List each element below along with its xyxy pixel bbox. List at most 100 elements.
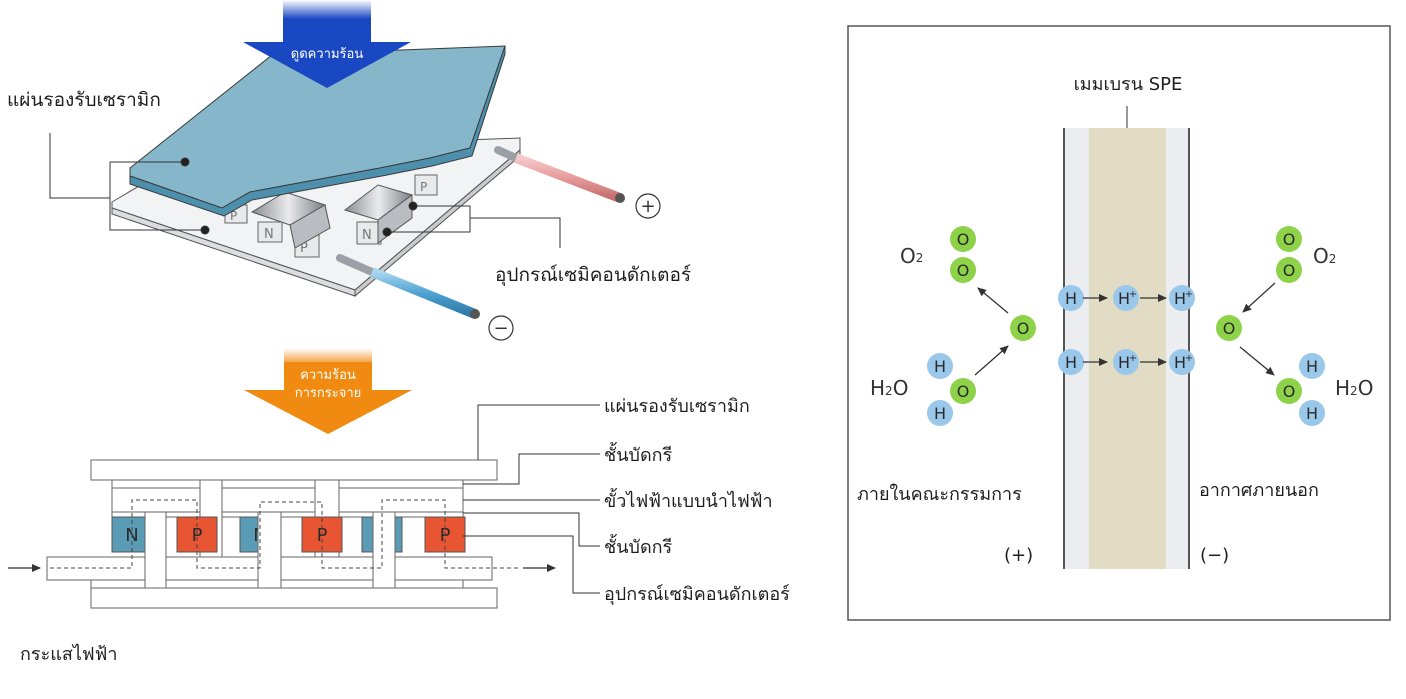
semiconductor-callout-lines [382, 201, 561, 248]
top-solder-layer [338, 479, 464, 489]
heat-absorption-label: ดูดความร้อน [291, 47, 364, 62]
svg-text:H: H [1306, 357, 1318, 376]
svg-text:+: + [1129, 289, 1137, 300]
o2-oxygen-atom: O [950, 257, 976, 283]
svg-text:P: P [420, 180, 427, 194]
bottom-solder-layer [165, 579, 259, 589]
left-arrow-to-o2 [977, 287, 1009, 314]
right-h2o-formula: H2O [1335, 376, 1373, 400]
outside-air-label: อากาศภายนอก [1199, 480, 1319, 501]
inside-board-label: ภายในคณะกรรมการ [857, 483, 1022, 505]
hydrogen-atom: H [1058, 349, 1084, 375]
membrane-core [1089, 128, 1166, 569]
right-o2-formula: O2 [1313, 244, 1336, 268]
positive-wire [494, 146, 625, 203]
proton: H+ [1169, 349, 1195, 375]
svg-text:ความร้อน: ความร้อน [300, 368, 356, 383]
svg-text:O: O [1283, 382, 1296, 401]
negative-terminal-icon: − [488, 315, 514, 341]
positive-terminal-icon: + [635, 193, 661, 219]
o2-oxygen-atom: O [1276, 257, 1302, 283]
hydrogen-atom: H [927, 353, 953, 379]
electric-current-label: กระแสไฟฟ้า [20, 643, 117, 665]
membrane-right-side [1166, 128, 1189, 569]
semiconductor-label: อุปกรณ์เซมิคอนดักเตอร์ [495, 264, 691, 287]
bottom-solder-layer [394, 579, 464, 589]
cross-section-callout-lines [463, 404, 600, 594]
bottom-gap-post [144, 511, 167, 589]
svg-text:H: H [1065, 289, 1077, 308]
top-electrode [221, 487, 316, 513]
bottom-solder-layer [280, 579, 374, 589]
ceramic-callout-lines [49, 133, 210, 235]
svg-text:H: H [1174, 353, 1186, 372]
svg-text:O: O [1283, 230, 1296, 249]
bottom-gap-post [372, 511, 396, 589]
current-path [50, 499, 520, 569]
svg-text:+: + [1185, 353, 1193, 364]
svg-text:H: H [1118, 289, 1130, 308]
negative-polarity: (−) [1200, 545, 1229, 566]
water-oxygen-atom: O [1276, 378, 1302, 404]
svg-text:H: H [1174, 289, 1186, 308]
hydrogen-atom: H [1058, 285, 1084, 311]
hydrogen-atom: H [1299, 353, 1325, 379]
svg-text:การกระจาย: การกระจาย [295, 386, 362, 401]
right-arrow-to-h2o [1239, 346, 1275, 376]
svg-text:H: H [1306, 404, 1318, 423]
callout-electrode: ขั้วไฟฟ้าแบบนำไฟฟ้า [604, 488, 773, 512]
proton: H+ [1113, 285, 1139, 311]
svg-text:O: O [1223, 319, 1236, 338]
svg-text:H: H [1065, 353, 1077, 372]
svg-text:O: O [957, 261, 970, 280]
callout-semiconductor: อุปกรณ์เซมิคอนดักเตอร์ [604, 584, 790, 605]
proton: H+ [1169, 285, 1195, 311]
svg-text:H: H [934, 357, 946, 376]
callout-solder-bottom: ชั้นบัดกรี [604, 534, 673, 558]
svg-text:+: + [1129, 353, 1137, 364]
oxygen-atom: O [1010, 315, 1036, 341]
top-solder-layer [338, 511, 464, 518]
top-solder-layer [221, 479, 316, 489]
svg-text:P: P [230, 209, 237, 223]
svg-text:O: O [957, 230, 970, 249]
o2-oxygen-atom: O [1276, 226, 1302, 252]
hydrogen-atom: H [1299, 400, 1325, 426]
bottom-ceramic-bar [90, 587, 498, 609]
svg-text:H: H [1118, 353, 1130, 372]
bottom-electrode [394, 556, 493, 581]
peltier-cross-section: ความร้อน การกระจาย NPNPNP แผ่นรองรับเซรา… [8, 348, 790, 665]
svg-text:O: O [957, 382, 970, 401]
water-oxygen-atom: O [950, 378, 976, 404]
bottom-solder-layer [90, 579, 146, 589]
ceramic-plate-label: แผ่นรองรับเซรามิก [7, 89, 161, 111]
right-arrow-from-o2 [1242, 282, 1276, 313]
top-ceramic-bar [90, 459, 498, 481]
svg-text:N: N [362, 228, 372, 243]
top-solder-layer [111, 479, 201, 489]
svg-text:+: + [640, 196, 655, 217]
svg-text:O: O [1283, 261, 1296, 280]
svg-text:O: O [1017, 319, 1030, 338]
membrane-left-side [1064, 128, 1089, 569]
oxygen-atom: O [1216, 315, 1242, 341]
o2-oxygen-atom: O [950, 226, 976, 252]
negative-wire [336, 254, 480, 319]
hydrogen-atom: H [927, 400, 953, 426]
svg-text:+: + [1185, 289, 1193, 300]
svg-text:P: P [300, 241, 308, 256]
element-letter: P [192, 525, 203, 546]
proton: H+ [1113, 349, 1139, 375]
callout-solder-top: ชั้นบัดกรี [604, 442, 673, 466]
bottom-gap-post [257, 511, 282, 589]
svg-text:H: H [934, 404, 946, 423]
left-arrow-from-h2o [974, 345, 1009, 376]
membrane-label: เมมเบรน SPE [1074, 74, 1183, 95]
peltier-3d-illustration: P N P N P [7, 0, 691, 341]
left-o2-formula: O2 [900, 244, 923, 268]
svg-text:N: N [264, 227, 274, 242]
left-h2o-formula: H2O [870, 376, 908, 400]
svg-text:−: − [493, 318, 508, 339]
callout-ceramic: แผ่นรองรับเซรามิก [604, 396, 750, 417]
